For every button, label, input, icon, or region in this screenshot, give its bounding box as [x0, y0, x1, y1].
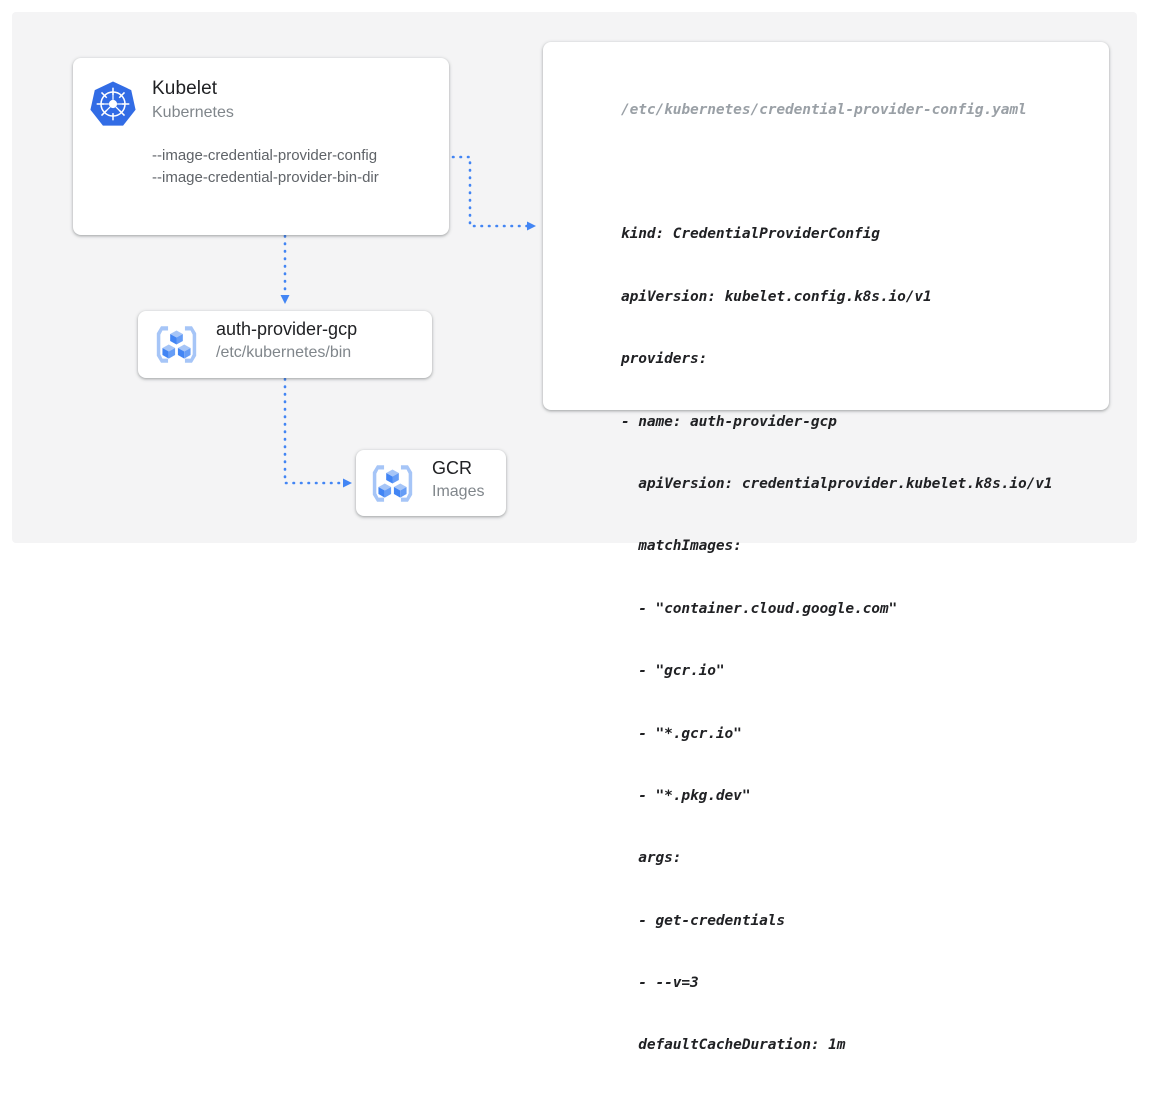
yaml-line: - --v=3: [621, 975, 699, 992]
kubelet-subtitle: Kubernetes: [152, 104, 234, 121]
gcr-subtitle: Images: [432, 483, 485, 500]
credential-provider-config-card[interactable]: /etc/kubernetes/credential-provider-conf…: [543, 42, 1109, 1053]
auth-provider-gcp-node-card[interactable]: auth-provider-gcp /etc/kubernetes/bin: [138, 311, 432, 378]
kubelet-node-card[interactable]: Kubelet Kubernetes --image-credential-pr…: [73, 58, 449, 235]
yaml-line: - name: auth-provider-gcp: [621, 413, 837, 430]
yaml-line: - "container.cloud.google.com": [621, 600, 898, 617]
gcp-container-icon: [156, 326, 197, 363]
yaml-line: kind: CredentialProviderConfig: [621, 226, 880, 243]
auth-provider-subtitle: /etc/kubernetes/bin: [216, 344, 352, 361]
yaml-line: apiVersion: kubelet.config.k8s.io/v1: [621, 288, 932, 305]
yaml-line: providers:: [621, 351, 708, 368]
kubernetes-helm-icon: [90, 81, 136, 126]
gcp-container-icon: [372, 465, 413, 502]
gcr-title: GCR: [432, 458, 472, 478]
yaml-line: - "gcr.io": [621, 663, 725, 680]
gcr-node-card[interactable]: GCR Images: [356, 450, 506, 516]
yaml-line: defaultCacheDuration: 1m: [621, 1037, 846, 1054]
yaml-line: args:: [621, 850, 682, 867]
yaml-line: - "*.gcr.io": [621, 725, 742, 742]
yaml-line: - get-credentials: [621, 912, 785, 929]
kubelet-flag-bin-dir: --image-credential-provider-bin-dir: [152, 169, 379, 186]
kubelet-flag-config: --image-credential-provider-config: [152, 147, 378, 164]
yaml-code-block: /etc/kubernetes/credential-provider-conf…: [621, 58, 1053, 1098]
yaml-line: apiVersion: credentialprovider.kubelet.k…: [621, 475, 1053, 492]
yaml-line: - "*.pkg.dev": [621, 787, 751, 804]
yaml-spacer: [621, 162, 1053, 183]
auth-provider-title: auth-provider-gcp: [216, 319, 358, 339]
yaml-filename: /etc/kubernetes/credential-provider-conf…: [621, 101, 1027, 118]
yaml-line: matchImages:: [621, 538, 742, 555]
kubelet-title: Kubelet: [152, 78, 218, 99]
